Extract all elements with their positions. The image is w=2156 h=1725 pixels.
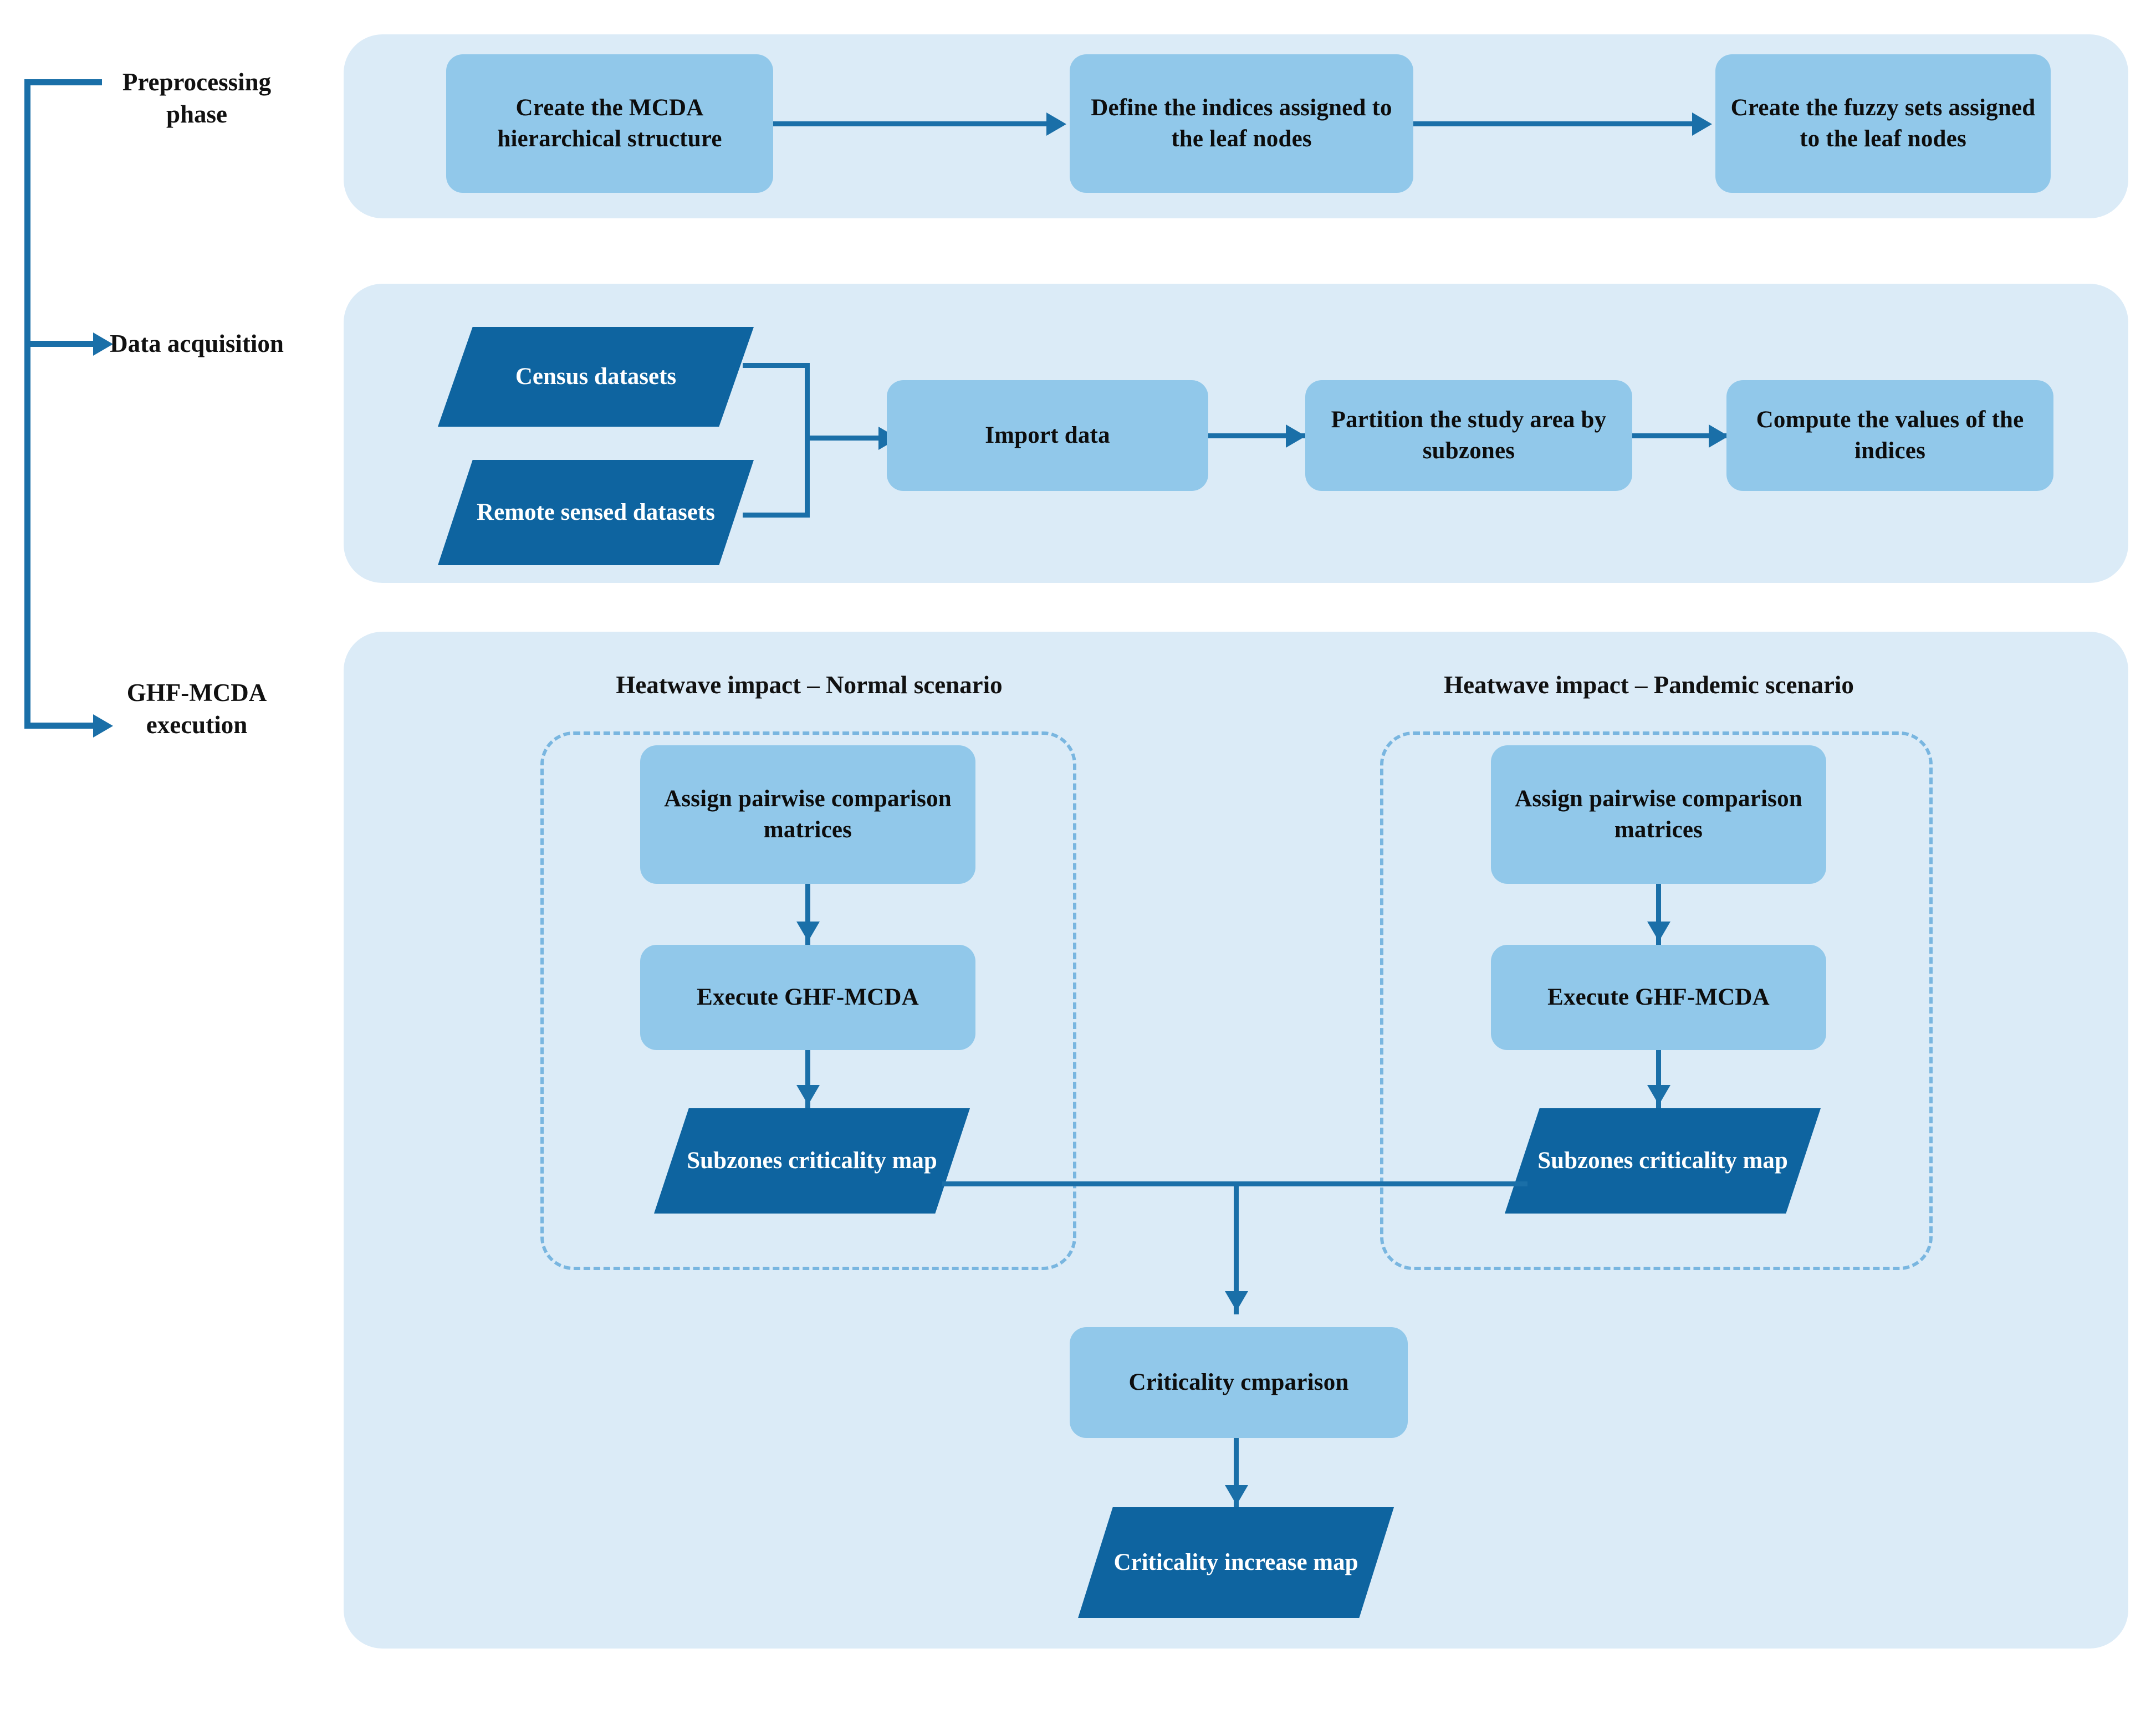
dashed-container-pandemic	[1380, 731, 1933, 1270]
phase-label-data-acquisition-line1: Data acquisition	[110, 330, 284, 357]
connector-pandemic-assign-to-execute	[1656, 884, 1661, 945]
phase-label-execution: GHF-MCDA execution	[78, 677, 316, 741]
phase-label-preprocessing: Preprocessing phase	[78, 66, 316, 130]
phase-arrow-line-execution	[24, 723, 96, 729]
box-define-indices[interactable]: Define the indices assigned to the leaf …	[1070, 54, 1413, 193]
arrow-merge-to-comparison	[1225, 1291, 1248, 1311]
arrow-pre-1-2	[1046, 112, 1066, 136]
connector-normal-execute-to-output	[805, 1050, 810, 1108]
remote-sensed-parallelogram	[438, 460, 754, 565]
caption-scenario-pandemic: Heatwave impact – Pandemic scenario	[1444, 671, 1854, 699]
arrow-pre-2-3	[1692, 112, 1712, 136]
shape-census-datasets[interactable]: Census datasets	[438, 327, 754, 427]
phase-bracket-stub-preprocessing	[24, 79, 102, 85]
box-compute-indices[interactable]: Compute the values of the indices	[1726, 380, 2053, 491]
phase-label-execution-line2: execution	[146, 710, 248, 739]
connector-normal-output-right	[942, 1181, 1236, 1186]
box-execute-ghf-mcda-pandemic[interactable]: Execute GHF-MCDA	[1491, 945, 1826, 1050]
criticality-increase-map-label: Criticality increase map	[1113, 1549, 1358, 1575]
phase-bracket-spine	[24, 79, 30, 729]
subzones-criticality-map-pandemic-label: Subzones criticality map	[1537, 1147, 1788, 1174]
box-criticality-comparison[interactable]: Criticality cmparison	[1070, 1327, 1408, 1438]
caption-scenario-normal: Heatwave impact – Normal scenario	[616, 671, 1003, 699]
connector-normal-assign-to-execute	[805, 884, 810, 945]
box-assign-pairwise-pandemic[interactable]: Assign pairwise comparison matrices	[1491, 745, 1826, 884]
dashed-container-normal	[540, 731, 1076, 1270]
subzones-criticality-map-normal-label: Subzones criticality map	[687, 1147, 937, 1174]
arrow-pandemic-assign-to-execute	[1647, 922, 1670, 941]
arrow-normal-assign-to-execute	[796, 922, 820, 941]
phase-arrow-head-execution	[93, 714, 113, 738]
phase-label-preprocessing-line2: phase	[166, 100, 228, 128]
connector-import-to-partition	[1208, 433, 1305, 438]
phase-label-data-acquisition: Data acquisition	[78, 328, 316, 360]
shape-subzones-criticality-map-normal[interactable]: Subzones criticality map	[654, 1108, 970, 1214]
arrow-pandemic-execute-to-output	[1647, 1085, 1670, 1105]
connector-pandemic-output-left	[1234, 1181, 1527, 1186]
connector-pandemic-execute-to-output	[1656, 1050, 1661, 1108]
shape-remote-sensed-datasets[interactable]: Remote sensed datasets	[438, 460, 754, 565]
phase-arrow-head-data-acquisition	[93, 332, 113, 356]
box-execute-ghf-mcda-normal[interactable]: Execute GHF-MCDA	[640, 945, 975, 1050]
box-create-mcda-structure[interactable]: Create the MCDA hierarchical structure	[446, 54, 773, 193]
subzones-normal-parallelogram	[654, 1108, 970, 1214]
shape-subzones-criticality-map-pandemic[interactable]: Subzones criticality map	[1505, 1108, 1821, 1214]
arrow-comparison-to-final	[1225, 1485, 1248, 1505]
criticality-increase-parallelogram	[1078, 1507, 1394, 1618]
connector-partition-to-compute	[1632, 433, 1726, 438]
connector-pre-2-3	[1413, 121, 1696, 126]
shape-criticality-increase-map[interactable]: Criticality increase map	[1078, 1507, 1394, 1618]
remote-sensed-datasets-label: Remote sensed datasets	[477, 499, 715, 525]
connector-pre-1-2	[773, 121, 1050, 126]
box-create-fuzzy-sets[interactable]: Create the fuzzy sets assigned to the le…	[1715, 54, 2051, 193]
arrow-import-to-partition	[1286, 424, 1306, 448]
connector-merge-down-to-comparison	[1234, 1181, 1239, 1314]
box-import-data[interactable]: Import data	[887, 380, 1208, 491]
subzones-pandemic-parallelogram	[1505, 1108, 1821, 1214]
box-partition-study-area[interactable]: Partition the study area by subzones	[1305, 380, 1632, 491]
phase-label-execution-line1: GHF-MCDA	[126, 679, 267, 707]
arrow-partition-to-compute	[1709, 424, 1729, 448]
connector-comparison-to-final	[1234, 1438, 1239, 1510]
phase-label-preprocessing-line1: Preprocessing	[122, 68, 272, 96]
arrow-normal-execute-to-output	[796, 1085, 820, 1105]
phase-arrow-line-data-acquisition	[24, 341, 96, 347]
box-assign-pairwise-normal[interactable]: Assign pairwise comparison matrices	[640, 745, 975, 884]
census-datasets-label: Census datasets	[515, 363, 677, 390]
connector-census-out	[743, 363, 809, 368]
connector-remote-out	[743, 513, 809, 518]
connector-merge-to-import	[805, 436, 882, 441]
census-parallelogram	[438, 327, 754, 427]
